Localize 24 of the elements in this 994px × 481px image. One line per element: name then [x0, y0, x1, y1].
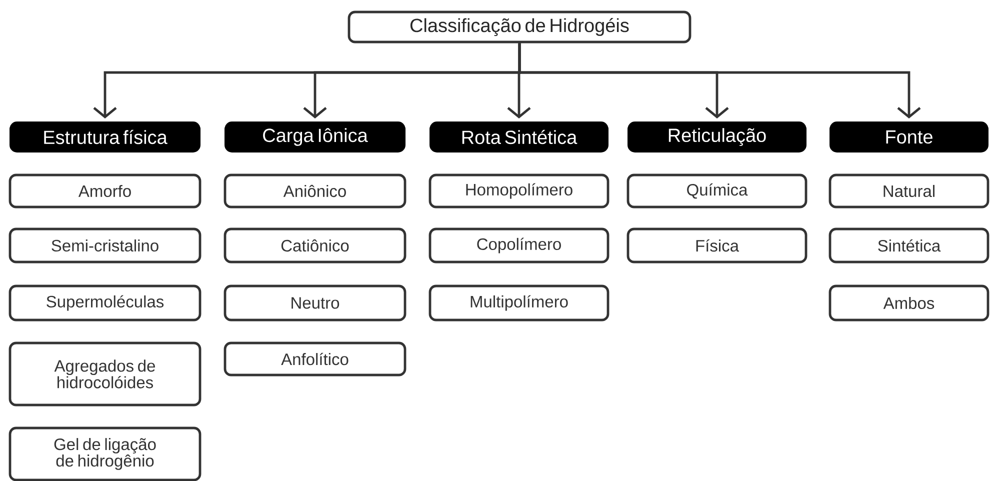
option-box: Catiônico [224, 228, 406, 264]
option-box: Gel de ligação de hidrogênio [8, 426, 202, 481]
option-box: Física [626, 228, 808, 264]
category-header: Rota Sintética [430, 122, 608, 152]
option-box: Neutro [224, 284, 406, 322]
option-box: Aniônico [224, 174, 406, 208]
option-box: Sintética [828, 228, 990, 264]
title-box: Classificação de Hidrogéis [348, 10, 692, 44]
option-box: Multipolímero [428, 284, 610, 322]
option-box: Anfolítico [224, 342, 406, 376]
category-header: Fonte [830, 122, 988, 152]
option-box: Natural [828, 174, 990, 208]
option-box: Química [626, 174, 808, 208]
option-box: Ambos [828, 284, 990, 322]
option-box: Semi-cristalino [8, 228, 202, 264]
category-header: Reticulação [628, 122, 806, 152]
option-box: Amorfo [8, 174, 202, 208]
option-box: Copolímero [428, 228, 610, 264]
option-box: Agregados de hidrocolóides [8, 342, 202, 406]
option-box: Supermoléculas [8, 284, 202, 322]
category-header: Carga Iônica [224, 122, 406, 152]
option-box: Homopolímero [428, 174, 610, 208]
category-header: Estrutura física [10, 122, 200, 152]
arrow [518, 43, 921, 118]
